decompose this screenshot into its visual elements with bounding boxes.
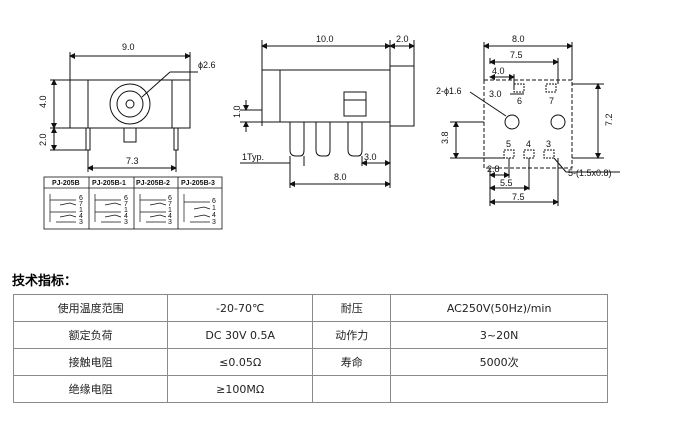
fp-w75-bot-dim: 7.5 (512, 192, 525, 202)
spec-label: 使用温度范围 (12, 294, 169, 322)
fp-w55-dim: 5.5 (500, 178, 513, 188)
pin-label: 1 (168, 207, 172, 214)
schematic-pj205b-3 (183, 194, 211, 223)
spec-value: 3~20N (390, 321, 608, 349)
pin-label: 3 (168, 219, 172, 226)
pin-label: 7 (124, 201, 128, 208)
front-width-dim: 9.0 (122, 42, 135, 52)
spec-table: 使用温度范围 -20-70℃ 耐压 AC250V(50Hz)/min 额定负荷 … (12, 294, 608, 403)
fp-height-38-dim: 3.8 (440, 131, 450, 144)
spec-label: 绝缘电阻 (12, 375, 169, 403)
front-pin-dim: 2.0 (38, 133, 48, 146)
spec-value (390, 375, 608, 403)
fp-pad-label: 4 (526, 139, 531, 149)
spec-label: 动作力 (312, 321, 392, 349)
front-pin-span-dim: 7.3 (126, 156, 139, 166)
pin-label: 7 (168, 201, 172, 208)
pin-label: 6 (79, 195, 83, 202)
model-header-2: PJ-205B-2 (136, 180, 170, 187)
fp-pad-label: 3 (546, 139, 551, 149)
front-height-dim: 4.0 (38, 95, 48, 108)
spec-label: 额定负荷 (12, 321, 169, 349)
spec-value: -20-70℃ (167, 294, 314, 322)
table-row: 额定负荷 DC 30V 0.5A 动作力 3~20N (12, 321, 608, 349)
fp-pad-label: 6 (517, 96, 522, 106)
pin-label: 6 (124, 195, 128, 202)
pin-label: 3 (79, 219, 83, 226)
side-view (240, 40, 415, 188)
fp-w75-top-dim: 7.5 (510, 50, 523, 60)
fp-pad-dim: 5-(1.5x0.8) (568, 168, 612, 178)
footprint-view (450, 42, 620, 206)
fp-w28-dim: 2.8 (487, 164, 500, 174)
pin-label: 1 (212, 205, 216, 212)
pin-label: 4 (168, 213, 172, 220)
spec-title: 技术指标： (12, 274, 78, 289)
table-row: 接触电阻 ≤0.05Ω 寿命 5000次 (12, 348, 608, 376)
spec-value: AC250V(50Hz)/min (390, 294, 608, 322)
front-hole-dim: ϕ2.6 (198, 60, 216, 70)
fp-width-dim: 8.0 (512, 34, 525, 44)
fp-pad-label: 7 (549, 96, 554, 106)
schematic-pj205b-1 (94, 194, 122, 223)
fp-hole-dim: 2-ϕ1.6 (436, 86, 462, 96)
pin-label: 7 (79, 201, 83, 208)
schematic-pj205b (49, 194, 77, 223)
pin-label: 6 (212, 198, 216, 205)
spec-label: 寿命 (312, 348, 392, 376)
side-pin-pos-dim: 3.0 (364, 152, 377, 162)
table-row: 使用温度范围 -20-70℃ 耐压 AC250V(50Hz)/min (12, 294, 608, 322)
spec-label: 接触电阻 (12, 348, 169, 376)
schematic-pj205b-2 (139, 194, 167, 223)
pin-label: 3 (212, 219, 216, 226)
pin-label: 1 (79, 207, 83, 214)
fp-pad-label: 5 (506, 139, 511, 149)
model-header-0: PJ-205B (52, 180, 80, 187)
pin-label: 4 (212, 212, 216, 219)
technical-drawing: 9.0 ϕ2.6 4.0 2.0 7.3 PJ-205B PJ-205B-1 P… (38, 34, 620, 230)
spec-label (312, 375, 392, 403)
spec-label: 耐压 (312, 294, 392, 322)
spec-value: ≤0.05Ω (167, 348, 314, 376)
pin-label: 4 (124, 213, 128, 220)
model-header-3: PJ-205B-3 (181, 180, 215, 187)
spec-value: 5000次 (390, 348, 608, 376)
side-step-dim: 1.0 (232, 105, 242, 118)
side-pin-dim: 1Typ. (242, 152, 264, 162)
model-header-1: PJ-205B-1 (92, 180, 126, 187)
table-row: 绝缘电阻 ≥100MΩ (12, 375, 608, 403)
side-length-dim: 10.0 (316, 34, 334, 44)
pin-label: 6 (168, 195, 172, 202)
side-tab-dim: 2.0 (396, 34, 409, 44)
fp-w30-dim: 3.0 (489, 89, 502, 99)
pin-label: 1 (124, 207, 128, 214)
side-pin-span-dim: 8.0 (334, 172, 347, 182)
spec-value: ≥100MΩ (167, 375, 314, 403)
pin-label: 3 (124, 219, 128, 226)
fp-w40-dim: 4.0 (492, 66, 505, 76)
pin-label: 4 (79, 213, 83, 220)
spec-value: DC 30V 0.5A (167, 321, 314, 349)
fp-height-72-dim: 7.2 (604, 113, 614, 126)
model-schematics (43, 176, 223, 230)
front-view (50, 52, 198, 172)
